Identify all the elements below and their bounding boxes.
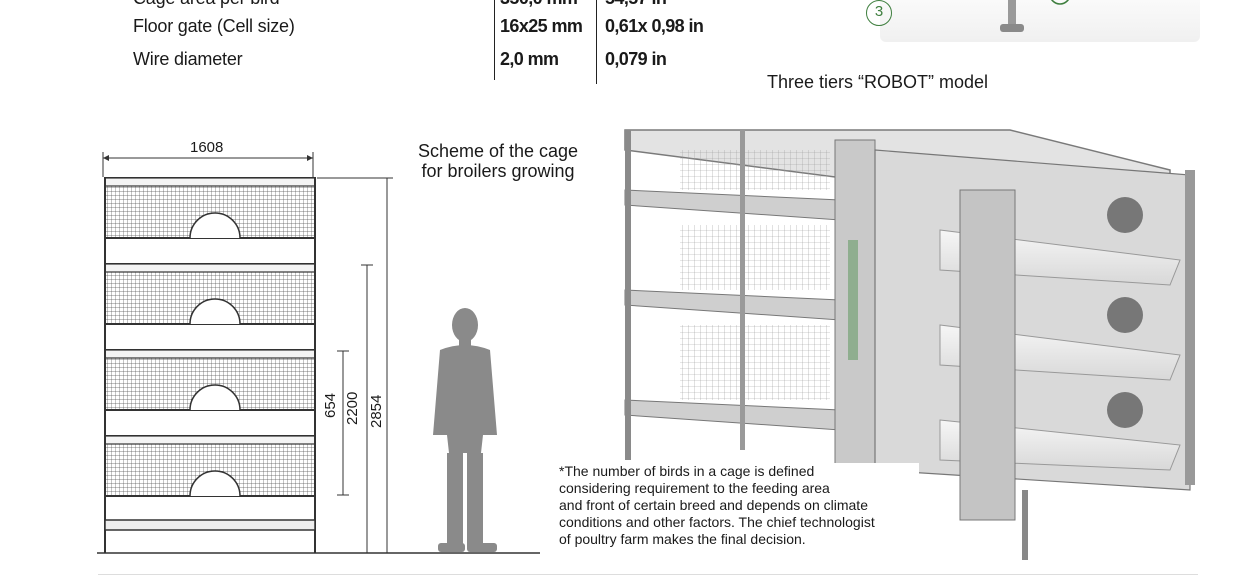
table-divider-1 (494, 0, 495, 80)
spec-wire-metric: 2,0 mm (500, 49, 559, 69)
dimension-2200-label: 2200 (344, 391, 361, 425)
table-divider-2 (596, 0, 597, 84)
footnote: *The number of birds in a cage is define… (559, 463, 919, 548)
dimension-width-label: 1608 (190, 139, 224, 156)
robot-cage-render (624, 129, 1195, 560)
top-product-photo (880, 0, 1200, 42)
marker-3-icon: 3 (866, 0, 892, 26)
spec-label-floor-gate: Floor gate (Cell size) (133, 16, 295, 36)
top-photo-detail (1000, 0, 1069, 32)
spec-area-metric: 350,0 mm² (500, 0, 583, 9)
cage-tier-3 (104, 349, 316, 411)
robot-model-caption: Three tiers “ROBOT” model (767, 72, 989, 92)
person-silhouette-icon (433, 308, 497, 552)
dimension-654-label: 654 (322, 392, 339, 418)
cage-tier-2 (104, 263, 316, 325)
scheme-caption: Scheme of the cage for broilers growing (398, 141, 598, 181)
spec-floor-gate-metric: 16x25 mm (500, 16, 583, 36)
footnote-line-4: conditions and other factors. The chief … (559, 514, 875, 530)
spec-area-imperial: 54,57 in² (605, 0, 672, 9)
cage-tier-1 (104, 177, 316, 239)
cage-tier-4 (104, 435, 316, 497)
footnote-line-2: considering requirement to the feeding a… (559, 480, 830, 496)
bottom-divider (98, 574, 1198, 575)
cage-scheme-drawing (97, 152, 540, 554)
scheme-caption-line-2: for broilers growing (421, 161, 575, 181)
footnote-line-5: of poultry farm makes the final decision… (559, 531, 806, 547)
spec-floor-gate-imperial: 0,61x 0,98 in (605, 16, 704, 36)
footnote-line-1: *The number of birds in a cage is define… (559, 463, 815, 479)
scheme-caption-line-1: Scheme of the cage (417, 141, 579, 161)
spec-label-wire: Wire diameter (133, 49, 243, 69)
spec-wire-imperial: 0,079 in (605, 49, 667, 69)
spec-label-area: Cage area per bird (133, 0, 280, 9)
marker-number: 3 (874, 3, 884, 20)
dimension-2854-label: 2854 (368, 394, 385, 428)
footnote-line-3: and front of certain breed and depends o… (559, 497, 868, 513)
